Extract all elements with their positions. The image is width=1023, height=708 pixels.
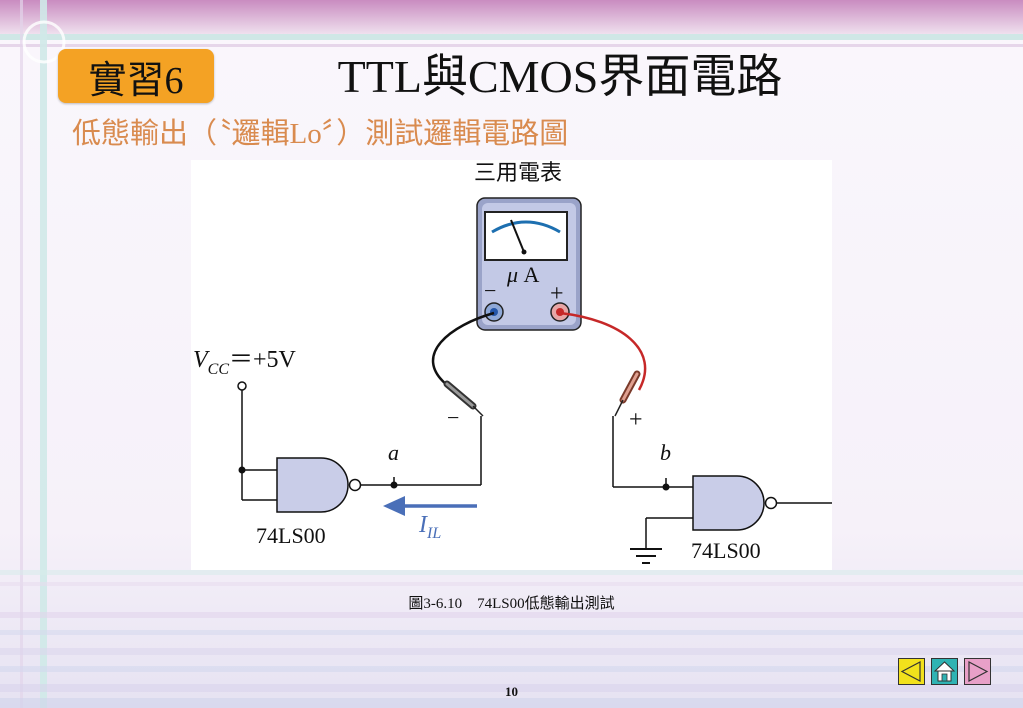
slide-title: TTL與CMOS界面電路 bbox=[337, 51, 783, 102]
vcc-label: VCC＝+5V bbox=[193, 347, 296, 378]
node-a-label: a bbox=[388, 440, 399, 465]
current-subscript: IL bbox=[427, 525, 442, 542]
page-number: 10 bbox=[505, 684, 518, 699]
figure-caption: 圖3-6.10 74LS00低態輸出測試 bbox=[408, 596, 615, 612]
black-test-lead bbox=[431, 311, 495, 386]
chip-left-label: 74LS00 bbox=[256, 523, 326, 548]
prev-slide-button[interactable] bbox=[898, 658, 925, 685]
red-probe-icon bbox=[614, 370, 641, 417]
ground-icon bbox=[630, 548, 662, 564]
nand-gate-left bbox=[276, 457, 362, 513]
probe-plus-label: + bbox=[629, 407, 643, 433]
junction-dot bbox=[238, 466, 246, 474]
meter-plus-terminal: + bbox=[550, 281, 564, 307]
meter-minus-terminal: − bbox=[484, 278, 497, 303]
vcc-value: ＝+5V bbox=[229, 347, 296, 373]
chip-right-label: 74LS00 bbox=[691, 538, 761, 563]
meter-unit: μ A bbox=[507, 264, 539, 286]
vcc-symbol: V bbox=[193, 347, 208, 373]
circuit-diagram bbox=[237, 197, 832, 564]
node-b-label: b bbox=[660, 440, 671, 465]
node-a-dot bbox=[390, 481, 398, 489]
circuit-figure: 三用電表 μ A − + VCC＝+5V a b − + IIL 74LS00 … bbox=[191, 160, 832, 570]
black-probe-icon bbox=[443, 380, 484, 417]
red-test-lead bbox=[559, 311, 647, 391]
lab-number-badge: 實習6 bbox=[58, 49, 214, 103]
current-symbol: I bbox=[419, 512, 427, 538]
vcc-subscript: CC bbox=[207, 361, 230, 378]
multimeter-label: 三用電表 bbox=[474, 160, 563, 185]
next-slide-button[interactable] bbox=[964, 658, 991, 685]
meter-unit-a: A bbox=[523, 262, 540, 287]
home-button[interactable] bbox=[931, 658, 958, 685]
current-arrow-icon bbox=[383, 496, 477, 516]
current-label: IIL bbox=[419, 512, 441, 542]
probe-minus-label: − bbox=[447, 405, 460, 430]
left-triangle-icon bbox=[900, 661, 921, 682]
meter-unit-mu: μ bbox=[507, 262, 519, 287]
home-icon bbox=[933, 661, 956, 682]
multimeter-icon bbox=[476, 197, 582, 331]
left-circuit-wires bbox=[237, 381, 482, 501]
nand-gate-right bbox=[692, 475, 778, 531]
slide-subtitle: 低態輸出（〝邏輯Lo〞）測試邏輯電路圖 bbox=[72, 118, 569, 150]
node-b-dot bbox=[662, 483, 670, 491]
right-triangle-icon bbox=[968, 661, 989, 682]
